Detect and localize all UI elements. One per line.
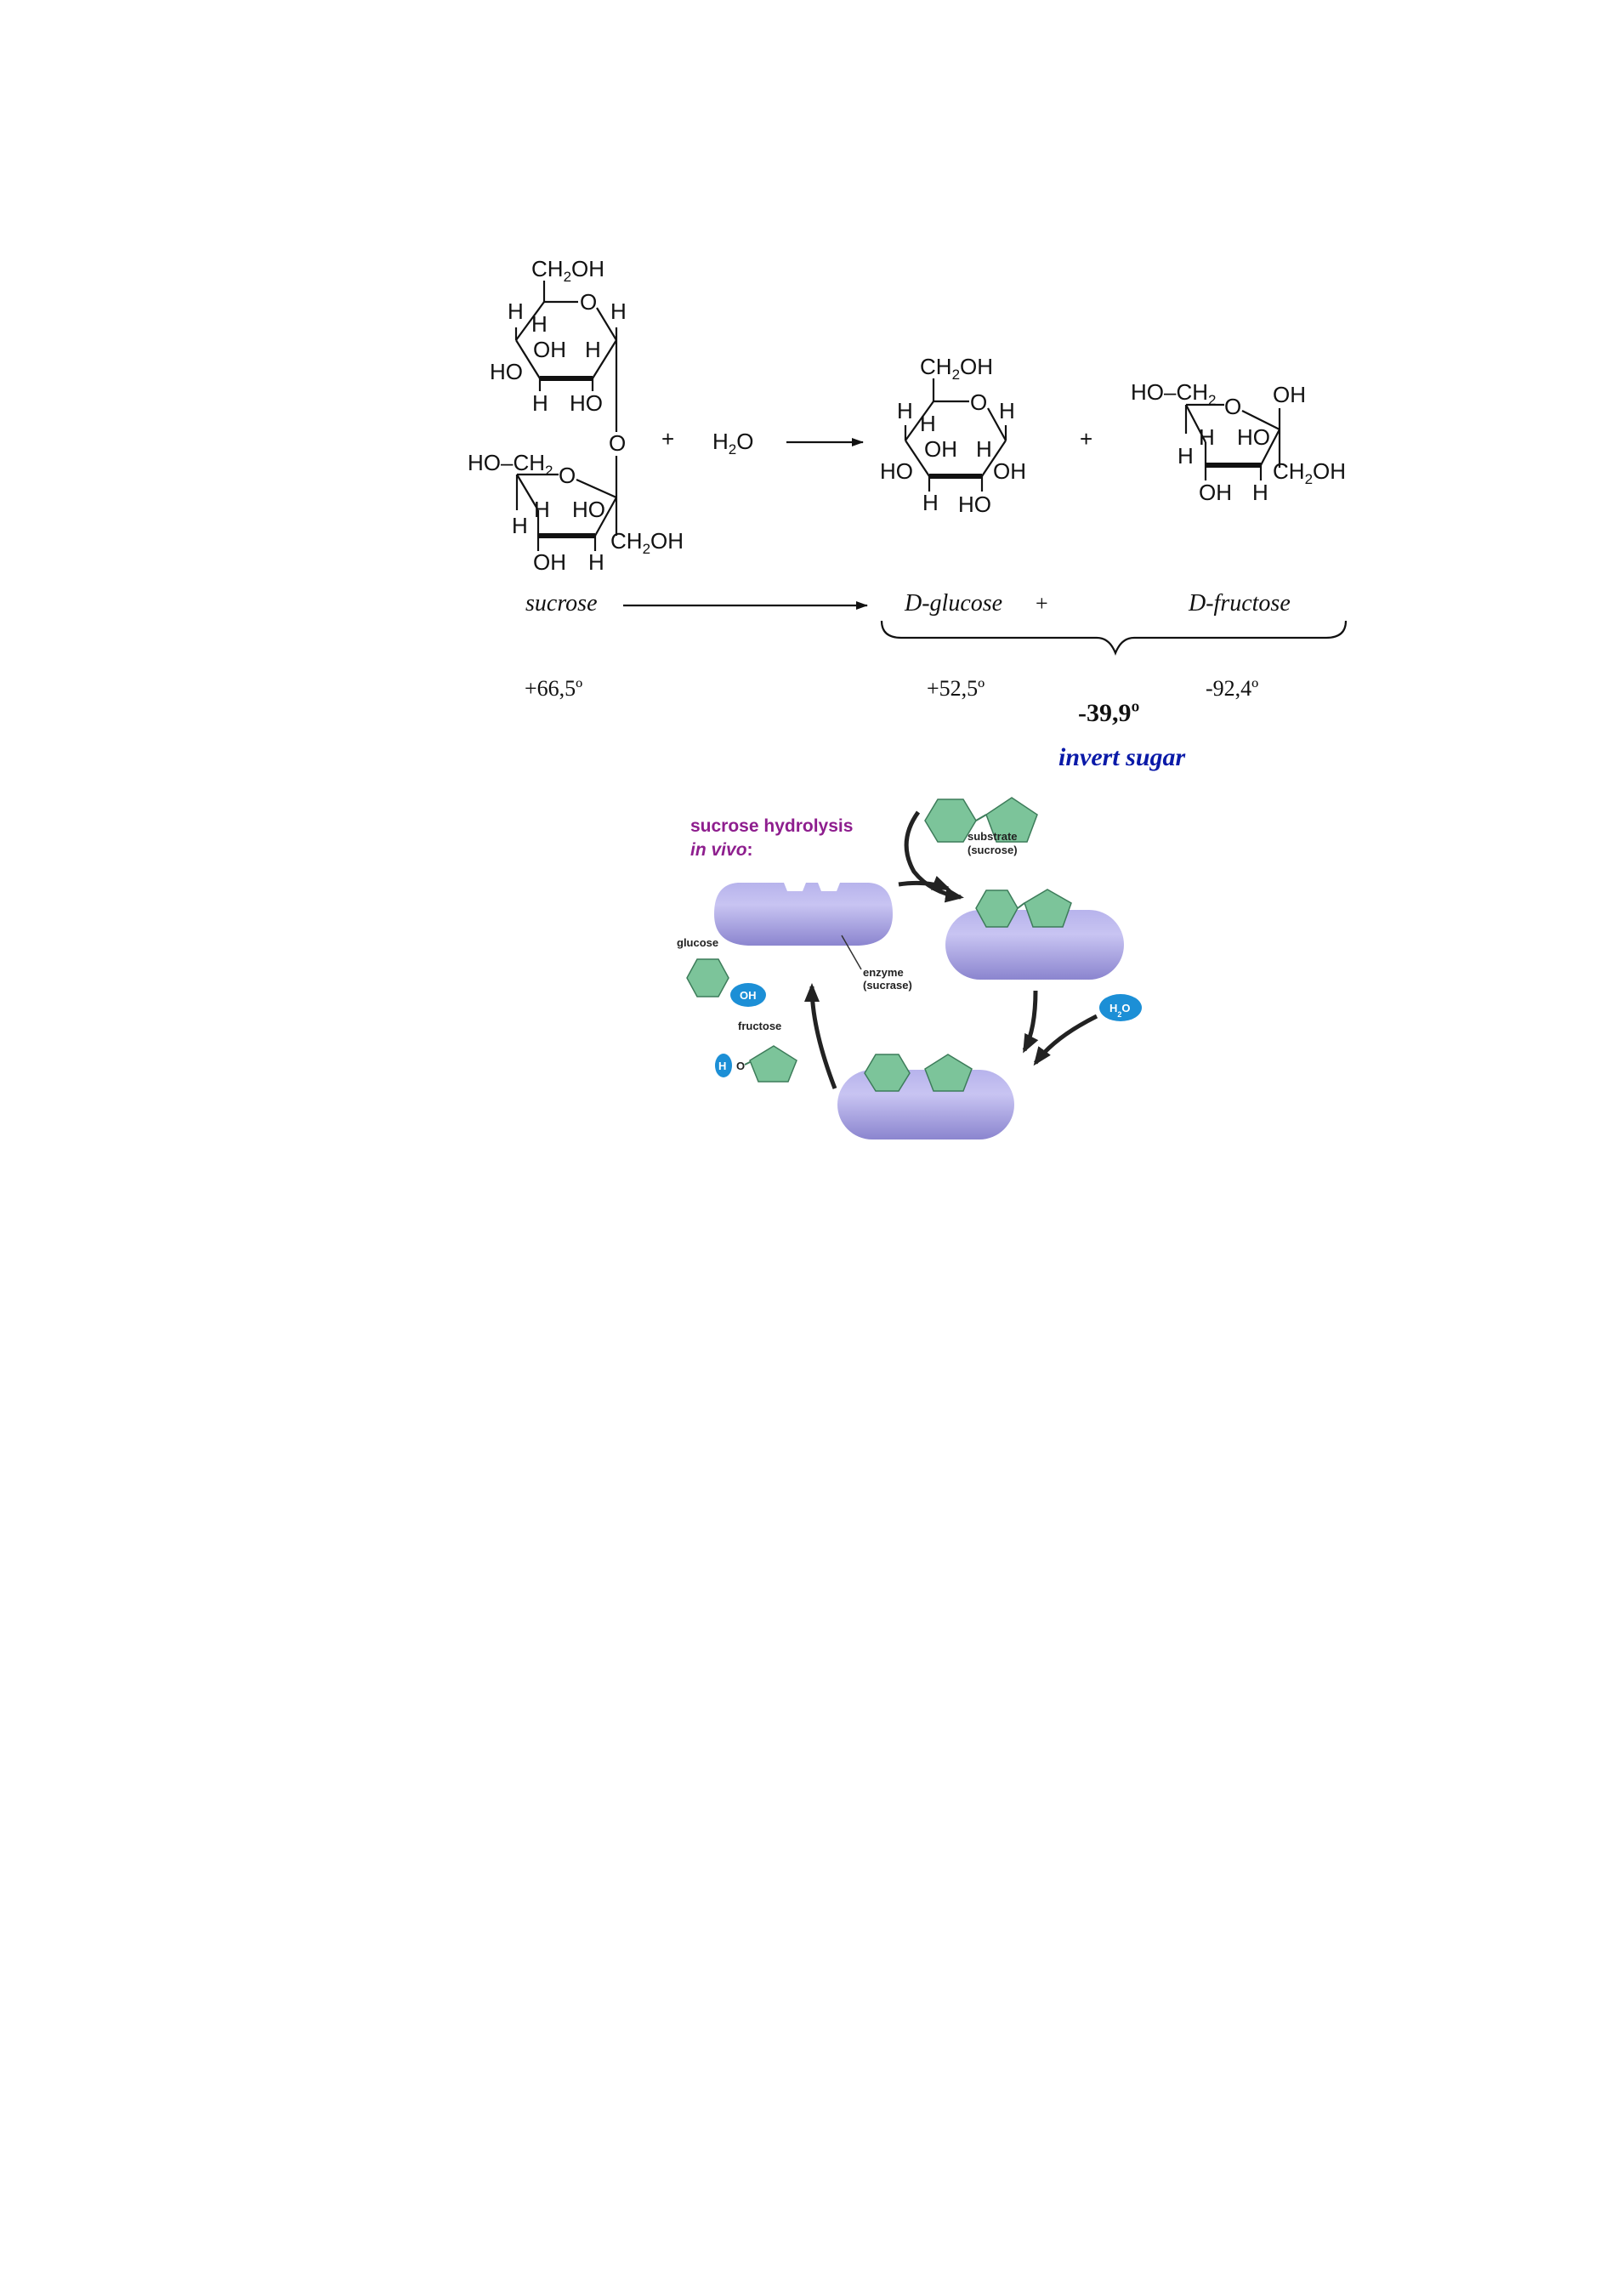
label-ho: HO xyxy=(572,497,605,522)
label-h: H xyxy=(976,436,992,462)
enzyme-cycle-figure: sucrose hydrolysis in vivo: substrate (s… xyxy=(677,797,1142,1139)
glycosidic-oxygen: O xyxy=(609,430,626,456)
glucose-hexagon xyxy=(864,1054,911,1092)
glucose-hexagon xyxy=(924,798,977,843)
plus-sign: + xyxy=(1036,591,1048,616)
sucrose-structure: CH2OH O H H H OH H HO H HO O xyxy=(468,256,684,575)
rotation-fructose: -92,4º xyxy=(1206,676,1258,701)
label-h: H xyxy=(1178,443,1194,469)
fructose-pentagon xyxy=(924,1054,973,1092)
label-h: H xyxy=(999,398,1015,423)
name-sucrose: sucrose xyxy=(525,590,598,617)
label-ho: HO xyxy=(490,359,523,384)
label-oh: OH xyxy=(1199,480,1232,505)
product-brace xyxy=(880,620,1348,656)
label-ho: HO xyxy=(958,492,991,517)
label-h: H xyxy=(922,490,939,515)
label-h: H xyxy=(610,298,627,324)
label-ho-ch2: HO–CH2 xyxy=(1131,379,1216,408)
fructose-label: fructose xyxy=(738,1020,781,1032)
enzyme-label-sub: (sucrase) xyxy=(863,979,912,992)
label-ch2oh: CH2OH xyxy=(920,354,993,383)
label-h: H xyxy=(897,398,913,423)
enzyme-label: enzyme xyxy=(863,966,904,979)
ring-oxygen: O xyxy=(580,289,597,315)
rotation-glucose: +52,5º xyxy=(927,676,985,701)
label-h: H xyxy=(585,337,601,362)
label-ch2oh: CH2OH xyxy=(610,528,684,557)
label-h: H xyxy=(512,513,528,538)
label-oh: OH xyxy=(1273,382,1306,407)
ring-oxygen: O xyxy=(559,463,576,488)
label-h: H xyxy=(920,411,936,436)
fructose-pentagon xyxy=(749,1045,797,1083)
water-blob-label: H2O xyxy=(1109,1002,1131,1019)
sucrose-glucose-ring: CH2OH O H H H OH H HO H HO xyxy=(490,256,627,416)
label-h: H xyxy=(531,311,548,337)
hydrogen-label: H xyxy=(718,1060,726,1072)
label-ch2oh: CH2OH xyxy=(1273,458,1346,487)
glucose-hexagon xyxy=(975,889,1019,928)
label-ho: HO xyxy=(880,458,913,484)
glucose-label: glucose xyxy=(677,936,718,949)
hydrogen-blob xyxy=(715,1054,732,1077)
cycle-arrow-top xyxy=(898,875,951,891)
enzyme-free xyxy=(714,883,893,946)
cycle-arrow-right xyxy=(1022,990,1039,1054)
ring-oxygen: O xyxy=(1224,394,1241,419)
invert-sugar-label: invert sugar xyxy=(1058,743,1186,771)
name-fructose: D-fructose xyxy=(1188,590,1291,617)
hydroxyl-label: OH xyxy=(740,989,757,1002)
substrate-label-sub: (sucrose) xyxy=(968,844,1018,856)
oxygen-label: O xyxy=(736,1060,745,1072)
label-ho: HO xyxy=(1237,424,1270,450)
water-label: H2O xyxy=(712,429,753,457)
rotation-invert-sugar: -39,9º xyxy=(1078,699,1139,727)
label-oh: OH xyxy=(993,458,1026,484)
label-h: H xyxy=(532,390,548,416)
cycle-arrow-left xyxy=(804,983,837,1089)
glucose-hexagon xyxy=(686,958,729,997)
substrate-label: substrate xyxy=(968,830,1018,843)
label-ch2oh: CH2OH xyxy=(531,256,604,285)
label-oh: OH xyxy=(533,549,566,575)
plus-sign: + xyxy=(661,426,674,452)
label-ho-ch2: HO–CH2 xyxy=(468,450,553,479)
cycle-title: sucrose hydrolysis xyxy=(690,816,853,836)
glucose-structure: CH2OH O H H H OH H HO OH H HO xyxy=(880,354,1026,517)
label-h: H xyxy=(534,497,550,522)
water-blob xyxy=(1099,994,1142,1021)
fructose-pentagon xyxy=(985,797,1038,843)
label-h: H xyxy=(1199,424,1215,450)
sucrose-fructose-ring: HO–CH2 O H HO H OH H CH2OH xyxy=(468,450,684,575)
plus-sign: + xyxy=(1080,426,1092,452)
water-arrow xyxy=(1033,1014,1098,1066)
ring-oxygen: O xyxy=(970,389,987,415)
label-h: H xyxy=(1252,480,1268,505)
label-ho: HO xyxy=(570,390,603,416)
cycle-title-italic: in vivo: xyxy=(690,840,753,860)
label-oh: OH xyxy=(533,337,566,362)
cycle-arrow-bind xyxy=(904,810,964,903)
label-h: H xyxy=(588,549,604,575)
hydroxyl-blob xyxy=(730,983,766,1007)
label-oh: OH xyxy=(924,436,957,462)
fructose-pentagon xyxy=(1024,889,1072,928)
fructose-structure: HO–CH2 O OH H HO H CH2OH OH H xyxy=(1131,379,1346,505)
label-h: H xyxy=(508,298,524,324)
name-glucose: D-glucose xyxy=(904,590,1002,617)
rotation-sucrose: +66,5º xyxy=(525,676,582,701)
enzyme-hydrolysis xyxy=(837,1070,1014,1139)
